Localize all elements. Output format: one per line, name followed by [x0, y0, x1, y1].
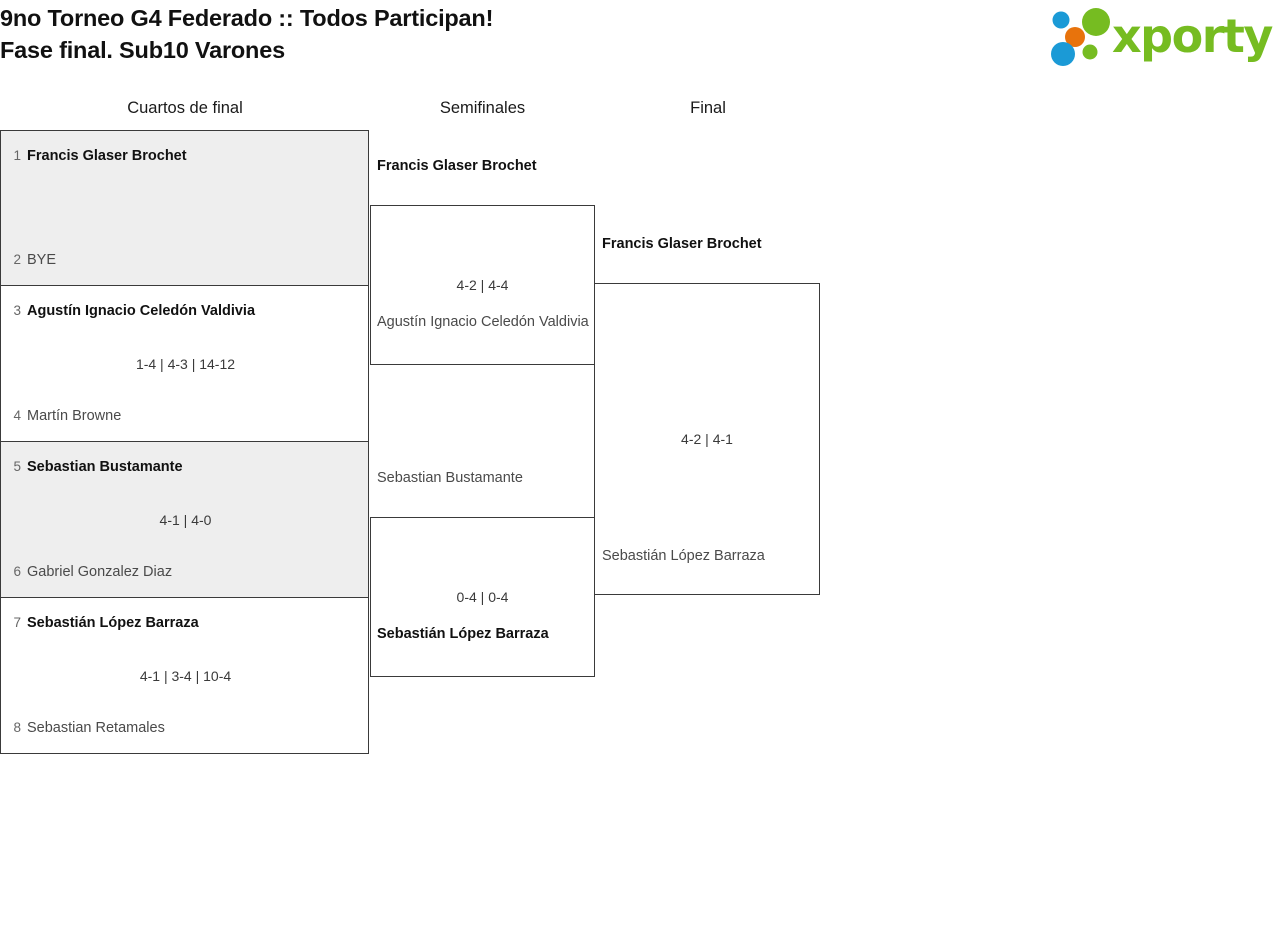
match-qf-3-player-bottom: 6 Gabriel Gonzalez Diaz: [1, 561, 370, 583]
page-title-line-2: Fase final. Sub10 Varones: [0, 37, 285, 63]
xporty-logo-wordmark: xporty: [1112, 9, 1273, 63]
player-name: Sebastian Retamales: [27, 720, 165, 736]
match-qf-3-player-top: 5 Sebastian Bustamante: [1, 456, 370, 478]
match-sf-1-player-bottom: Agustín Ignacio Celedón Valdivia: [377, 314, 589, 330]
player-name: Martín Browne: [27, 408, 122, 424]
player-name: Francis Glaser Brochet: [27, 148, 187, 164]
match-qf-2[interactable]: 3 Agustín Ignacio Celedón Valdivia 1-4 |…: [0, 286, 369, 442]
match-qf-4-score: 4-1 | 3-4 | 10-4: [139, 667, 232, 684]
player-name: BYE: [27, 252, 57, 268]
match-sf-2[interactable]: 0-4 | 0-4: [370, 517, 595, 677]
match-qf-2-player-bottom: 4 Martín Browne: [1, 405, 370, 427]
match-sf-2-player-bottom: Sebastián López Barraza: [377, 626, 549, 642]
match-qf-1-player-top: 1 Francis Glaser Brochet: [1, 145, 370, 167]
match-final-player-bottom: Sebastián López Barraza: [602, 548, 765, 564]
page-title-line-1: 9no Torneo G4 Federado :: Todos Particip…: [0, 5, 494, 31]
match-final[interactable]: 4-2 | 4-1: [594, 283, 820, 595]
match-sf-1[interactable]: 4-2 | 4-4: [370, 205, 595, 365]
round-title-semifinals: Semifinales: [439, 99, 526, 117]
seed-number: 1: [13, 148, 21, 163]
match-final-player-top: Francis Glaser Brochet: [602, 236, 762, 252]
player-name: Agustín Ignacio Celedón Valdivia: [27, 303, 256, 319]
seed-number: 4: [13, 408, 21, 423]
match-sf-2-score: 0-4 | 0-4: [456, 589, 509, 605]
match-qf-3[interactable]: 5 Sebastian Bustamante 4-1 | 4-0 6 Gabri…: [0, 442, 369, 598]
round-title-quarterfinals: Cuartos de final: [127, 99, 243, 117]
match-qf-3-score: 4-1 | 4-0: [159, 511, 212, 528]
match-sf-1-score: 4-2 | 4-4: [456, 277, 509, 293]
page-header: 9no Torneo G4 Federado :: Todos Particip…: [0, 0, 1280, 88]
match-sf-2-player-top: Sebastian Bustamante: [377, 470, 523, 486]
seed-number: 7: [13, 615, 21, 630]
seed-number: 8: [13, 720, 21, 735]
match-final-score: 4-2 | 4-1: [681, 431, 733, 447]
match-qf-4[interactable]: 7 Sebastián López Barraza 4-1 | 3-4 | 10…: [0, 598, 369, 754]
player-name: Sebastian Bustamante: [27, 459, 183, 475]
match-sf-1-player-top: Francis Glaser Brochet: [377, 158, 537, 174]
match-qf-2-score: 1-4 | 4-3 | 14-12: [135, 355, 236, 372]
xporty-logo-dots-icon: [1051, 8, 1110, 66]
page-title: 9no Torneo G4 Federado :: Todos Particip…: [0, 2, 900, 66]
seed-number: 5: [13, 459, 21, 474]
seed-number: 6: [13, 564, 21, 579]
match-qf-1-player-bottom: 2 BYE: [1, 249, 370, 271]
tournament-bracket: 1 Francis Glaser Brochet 2 BYE 3 Agustín…: [0, 130, 900, 770]
match-qf-2-player-top: 3 Agustín Ignacio Celedón Valdivia: [1, 300, 370, 322]
match-qf-4-player-bottom: 8 Sebastian Retamales: [1, 717, 370, 739]
player-name: Sebastián López Barraza: [27, 615, 199, 631]
match-qf-4-player-top: 7 Sebastián López Barraza: [1, 612, 370, 634]
xporty-logo[interactable]: xporty: [1050, 4, 1278, 70]
player-name: Gabriel Gonzalez Diaz: [27, 564, 173, 580]
seed-number: 2: [13, 252, 21, 267]
match-qf-1[interactable]: 1 Francis Glaser Brochet 2 BYE: [0, 130, 369, 286]
seed-number: 3: [13, 303, 21, 318]
round-title-final: Final: [690, 99, 726, 117]
